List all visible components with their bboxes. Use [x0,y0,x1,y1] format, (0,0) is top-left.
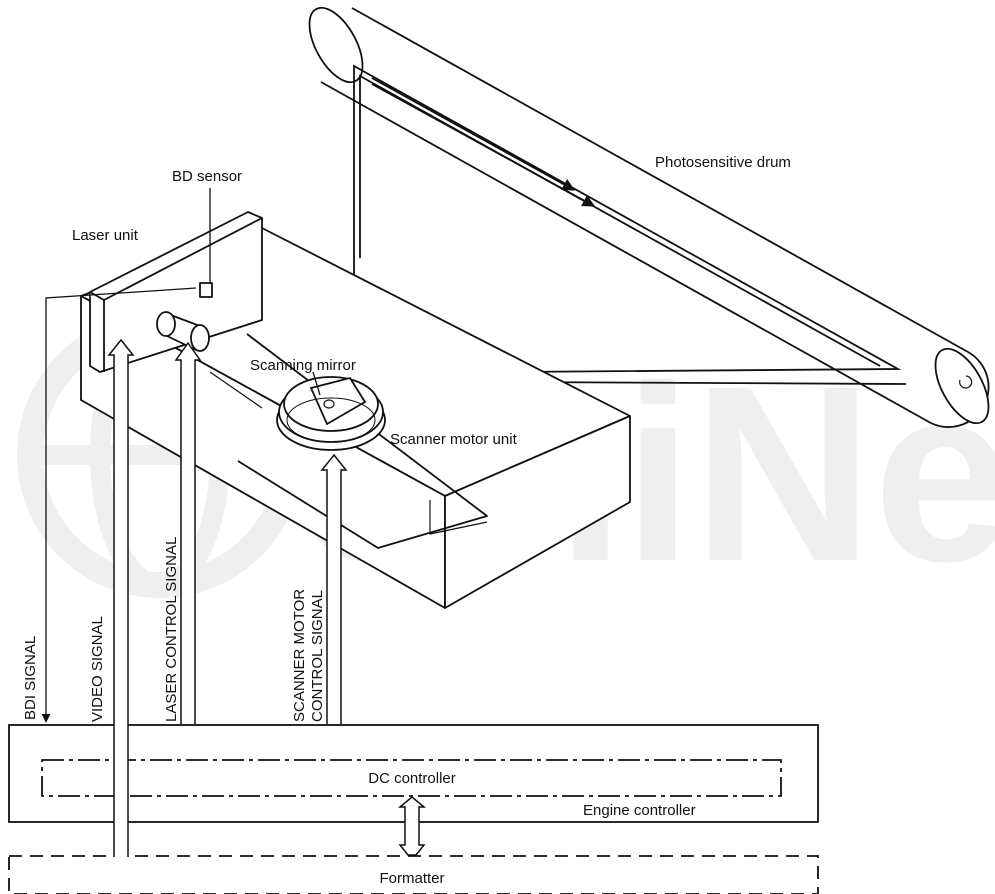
video-signal-arrow [107,338,135,857]
formatter-frame [8,855,819,894]
laser-unit-label: Laser unit [72,227,139,244]
leader-lines [209,188,321,396]
laser-collimator [156,311,210,352]
engine-controller-label: Engine controller [583,802,696,819]
dc-controller-frame [41,759,782,797]
scanner-motor-signal-label-line1: SCANNER MOTOR [291,589,308,722]
dc-controller-label: DC controller [368,770,456,787]
scanning-mirror [309,376,367,426]
scanner-motor-unit [276,376,386,451]
beam-path [353,64,907,385]
bd-sensor-label: BD sensor [172,168,242,185]
scanning-mirror-label: Scanning mirror [250,357,356,374]
bd-sensor-window [199,282,213,298]
laser-control-signal-label: LASER CONTROL SIGNAL [163,537,180,722]
video-signal-label: VIDEO SIGNAL [89,616,106,722]
laser-control-signal-arrow [174,341,202,724]
laser-unit [89,211,263,373]
scanner-motor-unit-label: Scanner motor unit [390,431,518,448]
bdi-signal-label: BDI SIGNAL [22,636,39,720]
formatter-link-arrow [397,796,427,856]
photosensitive-drum-label: Photosensitive drum [655,154,791,171]
signal-arrows [107,338,427,857]
bdi-signal-line [41,287,197,723]
photosensitive-drum [308,6,990,428]
scanner-motor-control-arrow [320,453,348,724]
scanner-motor-signal-label-line2: CONTROL SIGNAL [309,590,326,722]
formatter-label: Formatter [379,870,444,887]
